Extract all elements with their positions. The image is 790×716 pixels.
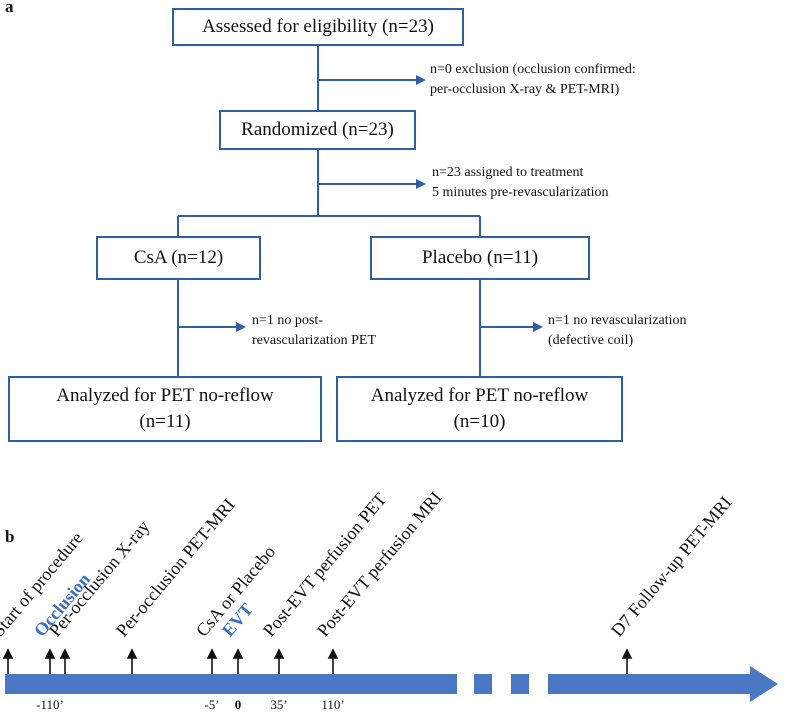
tick-label-1: -5’	[204, 697, 220, 712]
event-arrowhead-6	[273, 648, 285, 659]
assignment-note-line-1: n=23 assigned to treatment	[432, 165, 584, 180]
tick-label-4: 110’	[321, 697, 345, 712]
assignment-note-line-2: 5 minutes pre-revascularization	[432, 185, 609, 201]
randomized-text: Randomized (n=23)	[241, 119, 394, 141]
placebo-analyzed-line-2: (n=10)	[453, 411, 506, 432]
tick-label-0: -110’	[36, 697, 64, 712]
event-arrowhead-5	[232, 648, 244, 659]
event-arrowhead-2	[59, 648, 71, 659]
placebo-analyzed-box: Analyzed for PET no-reflow (n=10)	[336, 376, 623, 442]
placebo-dropout-note-line-1: n=1 no revascularization	[548, 313, 687, 328]
placebo-dropout-note-line-2: (defective coil)	[548, 333, 634, 349]
exclusion-note-line-1: n=0 exclusion (occlusion confirmed:	[430, 62, 636, 77]
csa-analyzed-line-2: (n=11)	[139, 411, 191, 432]
eligibility-box: Assessed for eligibility (n=23)	[172, 8, 464, 46]
tick-label-2: 0	[234, 697, 242, 712]
csa-dropout-note: n=1 no post- revascularization PET	[252, 311, 376, 352]
panel-a-label: a	[5, 0, 14, 16]
csa-analyzed-line-1: Analyzed for PET no-reflow	[56, 385, 274, 407]
eligibility-text: Assessed for eligibility (n=23)	[202, 16, 434, 38]
csa-analyzed-box: Analyzed for PET no-reflow (n=11)	[8, 376, 322, 442]
timeline-arrowhead	[750, 666, 778, 702]
randomized-box: Randomized (n=23)	[219, 110, 416, 150]
timeline-bar-segment-end	[548, 674, 752, 694]
timeline-bar	[5, 666, 778, 702]
timeline-bar-segment-main	[5, 674, 457, 694]
timeline-bar-dash-1	[474, 674, 492, 694]
event-arrowhead-8	[621, 648, 633, 659]
event-arrowhead-4	[206, 648, 218, 659]
event-arrowhead-1	[44, 648, 56, 659]
panel-b-label: b	[5, 527, 15, 546]
event-arrowhead-7	[327, 648, 339, 659]
exclusion-note: n=0 exclusion (occlusion confirmed: per-…	[430, 60, 636, 101]
placebo-dropout-note: n=1 no revascularization (defective coil…	[548, 311, 687, 352]
tick-label-3: 35’	[270, 697, 288, 712]
timeline-bar-dash-2	[511, 674, 529, 694]
csa-text: CsA (n=12)	[133, 247, 224, 269]
csa-box: CsA (n=12)	[96, 236, 261, 280]
event-arrowhead-0	[2, 648, 14, 659]
csa-dropout-note-line-1: n=1 no post-	[252, 313, 323, 328]
event-arrowhead-3	[126, 648, 138, 659]
exclusion-note-line-2: per-occlusion X-ray & PET-MRI)	[430, 82, 620, 98]
assignment-note: n=23 assigned to treatment 5 minutes pre…	[432, 163, 608, 204]
placebo-analyzed-line-1: Analyzed for PET no-reflow	[370, 385, 589, 407]
placebo-box: Placebo (n=11)	[370, 236, 590, 280]
csa-dropout-note-line-2: revascularization PET	[252, 333, 377, 349]
placebo-text: Placebo (n=11)	[421, 247, 539, 269]
